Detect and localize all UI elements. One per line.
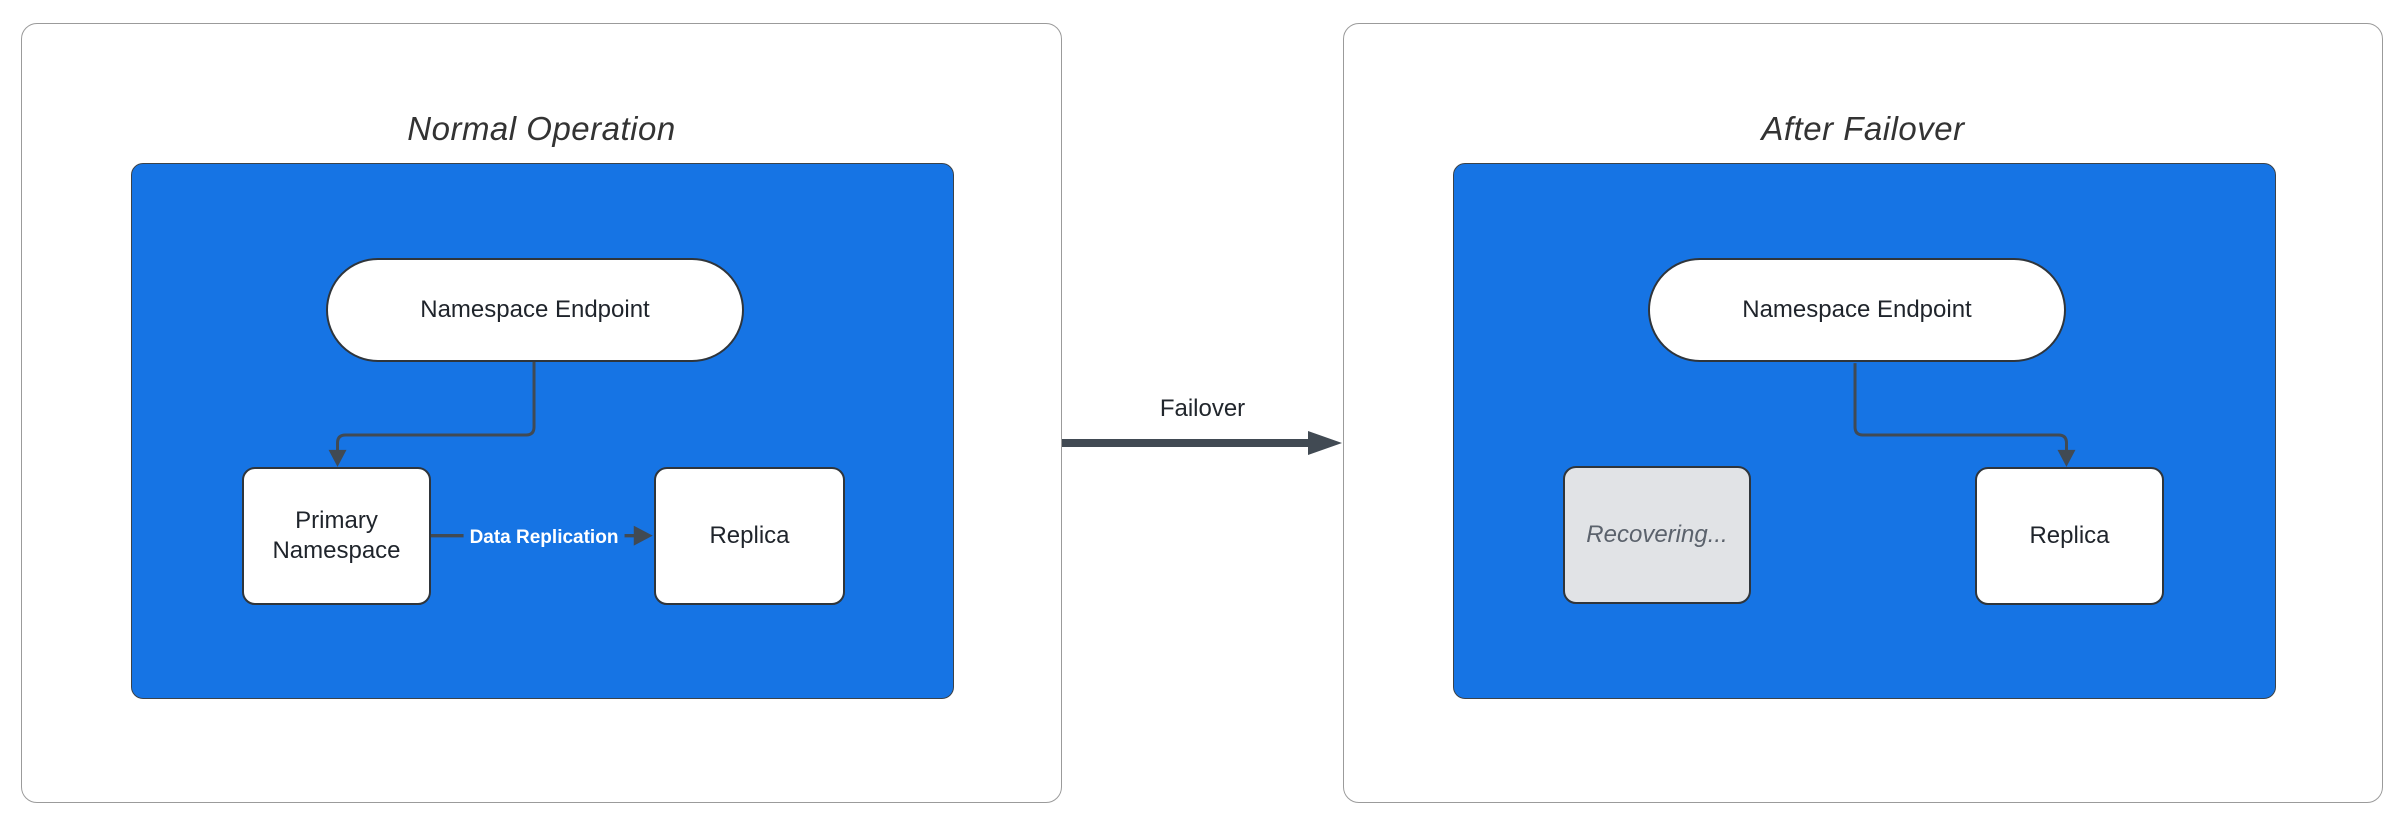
node-label: Namespace Endpoint: [420, 296, 650, 323]
node-label: Recovering...: [1586, 521, 1728, 548]
failover-transition: Failover: [1062, 395, 1343, 465]
panel-normal-operation: Normal Operation Namespace Endpoint Prim…: [21, 23, 1062, 803]
node-primary-namespace: Primary Namespace: [242, 467, 431, 605]
failover-arrow-icon: [1062, 431, 1342, 455]
node-replica-left: Replica: [654, 467, 845, 605]
node-label: Primary Namespace: [272, 507, 401, 564]
node-namespace-endpoint-right: Namespace Endpoint: [1648, 258, 2066, 362]
edge-label-data-replication: Data Replication: [463, 525, 625, 551]
cluster-normal-operation: [131, 163, 954, 699]
node-label: Namespace Endpoint: [1742, 296, 1972, 323]
node-label: Replica: [709, 522, 790, 549]
panel-title-after-failover: After Failover: [1761, 110, 1965, 147]
node-label: Replica: [2029, 522, 2110, 549]
failover-label: Failover: [1159, 395, 1246, 422]
node-recovering: Recovering...: [1563, 466, 1751, 604]
node-namespace-endpoint-left: Namespace Endpoint: [326, 258, 744, 362]
node-replica-right: Replica: [1975, 467, 2164, 605]
panel-after-failover: After Failover Namespace Endpoint Recove…: [1343, 23, 2383, 803]
panel-title-normal-operation: Normal Operation: [407, 110, 676, 147]
cluster-after-failover: [1453, 163, 2276, 699]
